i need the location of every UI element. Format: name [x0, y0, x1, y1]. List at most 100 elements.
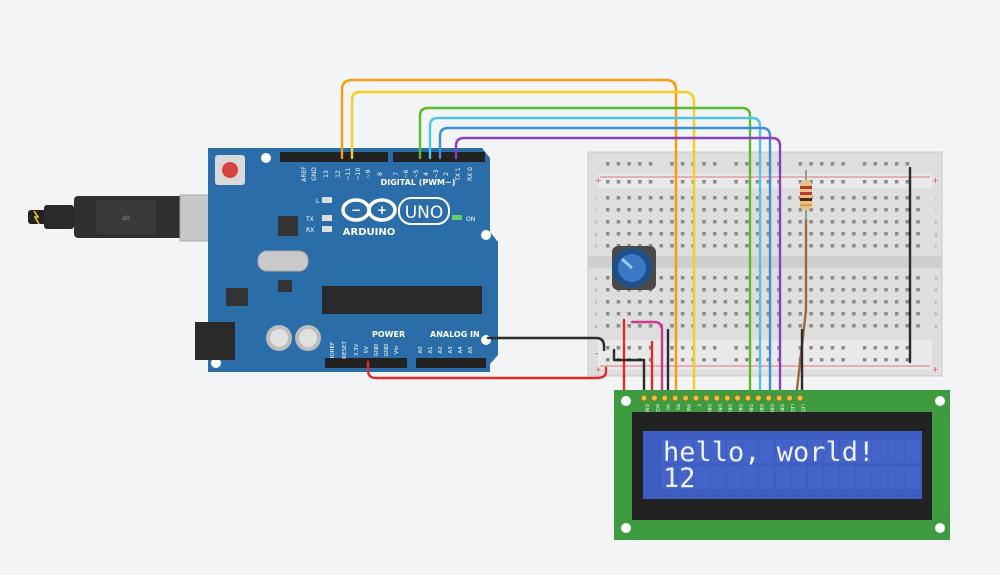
bottom-pin-label: IOREF [330, 342, 336, 358]
row-letter: c [595, 300, 598, 306]
lcd-pin[interactable] [682, 394, 689, 402]
row-letter: j [934, 196, 936, 202]
lcd-pin-label: LED [789, 404, 795, 413]
top-pin-label: 12 [335, 170, 342, 178]
digital-header-label: DIGITAL (PWM~) [381, 178, 456, 187]
bottom-pin-label: A0 [418, 346, 424, 354]
lcd-pin-label: RS [675, 404, 681, 410]
top-pin-label: ~5 [413, 169, 420, 178]
bottom-pin-label: A3 [448, 346, 454, 354]
analog-label: ANALOG IN [430, 330, 480, 339]
led-l-label: L [316, 198, 320, 205]
lcd-pin[interactable] [661, 394, 669, 402]
lcd-pin-label: RW [685, 404, 691, 412]
svg-text:−: − [351, 203, 361, 217]
resistor[interactable] [800, 170, 812, 220]
lcd-char-grid [662, 440, 920, 489]
row-letter: h [594, 220, 597, 226]
lcd-pin[interactable] [723, 394, 731, 402]
lcd-pin[interactable] [755, 394, 762, 402]
lcd-pin[interactable] [640, 394, 648, 402]
potentiometer[interactable] [612, 246, 656, 290]
wire-black-gnd [486, 336, 606, 352]
lcd-pin[interactable] [671, 394, 679, 402]
row-letter: g [594, 232, 597, 238]
lcd-pin-label: GND [644, 404, 650, 415]
top-pin-label: 8 [377, 172, 384, 176]
lcd-pin[interactable] [703, 394, 710, 402]
row-letter: c [935, 300, 938, 306]
wires[interactable] [340, 78, 912, 400]
bottom-pin-label: 5V [364, 346, 370, 353]
power-jack[interactable] [195, 322, 235, 360]
bottom-pin-label: GND [384, 344, 390, 357]
lcd-pin-label: DB7 [779, 404, 785, 414]
lcd-pin[interactable] [651, 394, 658, 402]
bottom-pin-label: A2 [438, 346, 444, 353]
lcd-pin-label: DB1 [716, 404, 722, 414]
row-letter: d [934, 288, 937, 294]
power-header[interactable] [325, 358, 407, 368]
row-letter: i [595, 208, 596, 214]
row-letter: f [935, 244, 937, 250]
top-pin-label: 7 [393, 172, 400, 176]
row-letter: d [594, 288, 597, 294]
wire-red-5v [366, 360, 608, 380]
wire-blue [438, 126, 772, 400]
lcd-pin[interactable] [692, 394, 700, 402]
lcd-pin[interactable] [786, 394, 793, 402]
bottom-pin-label: 3.3V [354, 344, 360, 357]
wire-green [418, 106, 752, 400]
top-pin-label: 13 [323, 170, 330, 178]
digital-header-left[interactable] [280, 152, 388, 162]
bottom-pin-label: A5 [468, 346, 474, 354]
top-pin-label: ~11 [345, 167, 352, 180]
row-letter: a [934, 324, 937, 330]
lcd-pin-label: LED [800, 404, 806, 413]
wire-brown-led [794, 216, 808, 400]
arduino-logo: − + [341, 198, 397, 222]
lcd-pin[interactable] [744, 394, 752, 402]
analog-header[interactable] [416, 358, 486, 368]
row-letter: f [595, 244, 597, 250]
row-letter: a [594, 324, 597, 330]
bottom-pin-label: A1 [428, 346, 434, 353]
wire-cyan [428, 116, 762, 400]
svg-text:+: + [377, 203, 387, 217]
wire-black-lcd-gnd [612, 348, 646, 400]
wire-purple [454, 136, 782, 400]
row-letter: h [934, 220, 937, 226]
top-pin-label: GND [311, 167, 318, 181]
rail-plus-top: + [595, 176, 602, 185]
bottom-pin-label: RESET [342, 341, 348, 359]
lcd-line-1: hello, world! [663, 437, 874, 468]
wire-yellow [350, 90, 696, 400]
rx-label: RX [306, 227, 314, 234]
rail-plus-top-right: + [932, 176, 939, 185]
row-letter: e [934, 276, 937, 282]
lcd-pin[interactable] [796, 394, 804, 402]
lcd-pin-label: V0 [664, 404, 670, 410]
lcd-pin[interactable] [765, 394, 773, 402]
on-label: ON [466, 216, 475, 223]
lcd-pin-label: DB3 [737, 404, 743, 414]
lcd-pin[interactable] [775, 394, 783, 402]
lcd-pin[interactable] [734, 394, 741, 402]
lcd-pin[interactable] [713, 394, 721, 402]
lcd-pin-label: E [696, 404, 702, 407]
top-pin-label: ~3 [433, 169, 440, 178]
rail-plus-bottom-right: + [932, 365, 939, 374]
lcd-pin-label: VCC [654, 404, 660, 413]
top-pin-label: ~10 [355, 167, 362, 180]
lcd-line-2: 12 [663, 463, 696, 494]
row-letter: i [935, 208, 936, 214]
rail-minus-bottom: - [595, 349, 598, 359]
lcd-pin-label: DB4 [748, 404, 754, 414]
power-label: POWER [372, 330, 405, 339]
top-pin-label: 4 [423, 172, 430, 176]
